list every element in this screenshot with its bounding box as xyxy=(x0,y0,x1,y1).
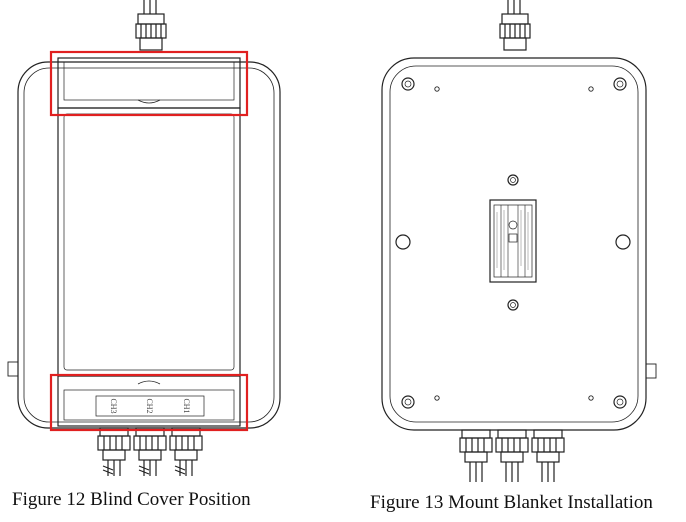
corner-mounting-holes xyxy=(401,77,627,409)
top-cover-panel xyxy=(57,57,241,109)
back-enclosure-outline xyxy=(381,57,647,431)
port-label-ch2: CH2 xyxy=(145,398,154,413)
top-cable-gland xyxy=(135,0,167,51)
figure12-caption: Figure 12 Blind Cover Position xyxy=(12,489,251,510)
left-side-hole xyxy=(395,234,411,250)
figure13-device xyxy=(381,0,657,482)
main-front-panel xyxy=(57,107,241,377)
port-label-ch1: CH1 xyxy=(182,398,191,413)
enclosure-outline xyxy=(17,61,281,429)
figure13-caption: Figure 13 Mount Blanket Installation xyxy=(370,492,653,513)
back-bottom-cable-glands xyxy=(459,429,565,482)
port-label-ch3: CH3 xyxy=(109,398,118,413)
right-side-hole xyxy=(615,234,631,250)
bottom-blind-cover-highlight xyxy=(49,373,249,432)
top-blind-cover-highlight xyxy=(49,50,249,117)
bottom-cable-glands xyxy=(97,427,203,476)
back-top-cable-gland xyxy=(499,0,531,51)
port-label-plate xyxy=(95,395,205,417)
figure12-device xyxy=(7,0,281,476)
nameplate-label xyxy=(489,199,537,283)
